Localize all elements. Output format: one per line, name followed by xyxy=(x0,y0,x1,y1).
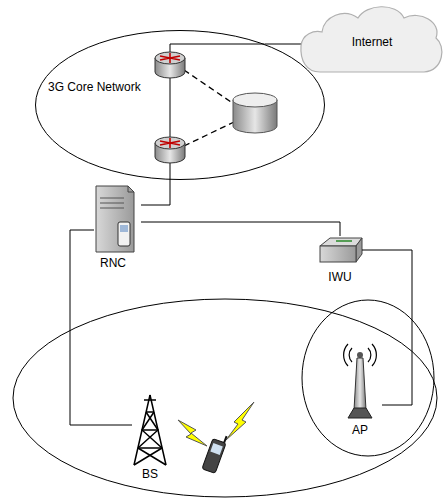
wlan-region xyxy=(302,300,434,456)
node-label: RNC xyxy=(100,256,126,270)
iwu-symbol xyxy=(320,238,362,262)
database-symbol xyxy=(233,93,277,133)
core-wire xyxy=(170,44,264,56)
node-label: 3G Core Network xyxy=(48,80,141,94)
cloud-path xyxy=(301,7,442,72)
iwu-node: IWU xyxy=(316,236,364,284)
network-link xyxy=(141,222,340,236)
antenna-symbol xyxy=(344,344,377,418)
node-label: IWU xyxy=(328,270,351,284)
router-symbol xyxy=(155,52,185,78)
ellipse-outline xyxy=(35,30,325,180)
network-link xyxy=(264,44,301,45)
node-label: AP xyxy=(352,423,368,437)
ap-node: AP xyxy=(338,345,382,437)
core-wire xyxy=(170,72,171,143)
dashed-link xyxy=(184,70,234,104)
radio-link xyxy=(226,402,254,440)
network-link xyxy=(70,230,132,425)
phone-symbol xyxy=(202,432,228,473)
rnc-node: RNC xyxy=(85,182,141,270)
router-symbol xyxy=(155,137,185,163)
core-network: 3G Core Network xyxy=(35,30,325,180)
server-symbol xyxy=(96,186,134,252)
network-link xyxy=(141,180,170,205)
access-region xyxy=(13,299,437,497)
bs-node: BS xyxy=(125,393,175,481)
ellipse-path xyxy=(36,31,325,180)
cloud-shape: Internet xyxy=(300,2,444,78)
network-link xyxy=(362,250,412,405)
node-label: Internet xyxy=(352,35,393,49)
dashed-link xyxy=(184,122,234,146)
tower-symbol xyxy=(134,395,166,465)
node-label: BS xyxy=(142,467,158,481)
radio-link xyxy=(178,420,207,446)
